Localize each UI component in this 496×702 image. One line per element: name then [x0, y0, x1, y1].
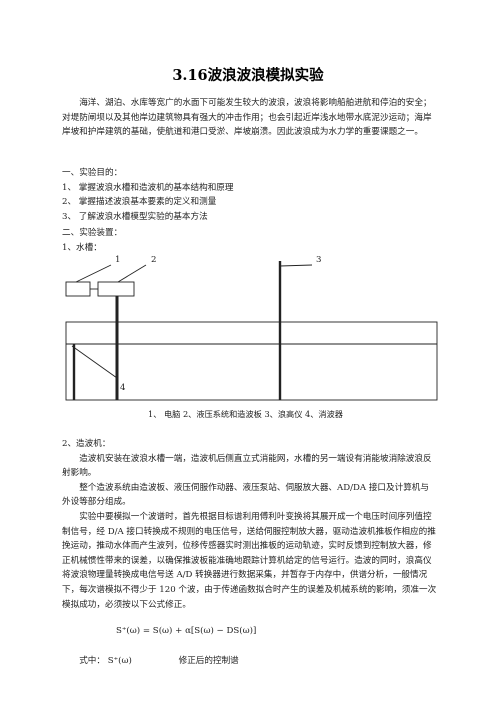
- section-purpose: 一、实验目的： 1、 掌握波浪水槽和造波机的基本结构和原理 2、 掌握描述波浪基…: [62, 166, 437, 224]
- section1-heading: 一、实验目的：: [62, 168, 123, 178]
- section-wavemaker: 2、造波机： 造波机安装在波浪水槽一端，造波机后侧直立式消能网，水槽的另一端设有…: [62, 437, 437, 612]
- section2-heading: 二、实验装置：: [62, 228, 123, 238]
- wavemaker-paragraph-3: 实验中要模拟一个波谱时，首先根据目标谱利用傅利叶变换将其展开成一个电压时间序列值…: [62, 511, 437, 610]
- diagram-caption: 1、 电脑 2、液压系统和造波板 3、浪高仪 4、消波器: [148, 409, 343, 419]
- purpose-item-3: 3、 了解波浪水槽模型实验的基本方法: [62, 211, 208, 222]
- diagram-label-3: 3: [316, 255, 321, 265]
- leader-line-4: [71, 345, 118, 379]
- intro-block: 海洋、湖泊、水库等宽广的水面下可能发生较大的波浪，波浪将影响船舶进航和停泊的安全…: [62, 96, 437, 140]
- tank-subheading: 1、水槽：: [62, 242, 102, 253]
- page-title: 3.16波浪波浪模拟实验: [172, 67, 324, 84]
- intro-paragraph: 海洋、湖泊、水库等宽广的水面下可能发生较大的波浪，波浪将影响船舶进航和停泊的安全…: [62, 98, 432, 138]
- section-apparatus: 二、实验装置： 1、水槽：: [62, 226, 437, 255]
- tank-outline: [65, 321, 438, 401]
- diagram-caption-block: 1、 电脑 2、液压系统和造波板 3、浪高仪 4、消波器: [148, 407, 428, 422]
- where-symbol: S⁺(ω): [107, 656, 132, 666]
- wavemaker-subheading: 2、造波机：: [62, 439, 111, 449]
- purpose-item-1: 1、 掌握波浪水槽和造波机的基本结构和原理: [62, 182, 234, 193]
- where-line: 式中： S⁺(ω) 修正后的控制谱: [62, 654, 437, 669]
- diagram-label-2: 2: [151, 255, 156, 265]
- hydraulic-box: [97, 281, 135, 297]
- leader-line-1: [75, 264, 112, 283]
- formula-block: S⁺(ω) = S(ω) + α[S(ω) − DS(ω)]: [116, 624, 416, 639]
- diagram-label-4: 4: [120, 383, 126, 393]
- wavemaker-paragraph-1: 造波机安装在波浪水槽一端，造波机后侧直立式消能网，水槽的另一端设有消能坡消除波浪…: [62, 453, 432, 479]
- where-label: 式中：: [79, 656, 105, 666]
- where-block: 式中： S⁺(ω) 修正后的控制谱: [62, 654, 437, 669]
- diagram-label-1: 1: [115, 255, 120, 265]
- purpose-item-2: 2、 掌握描述波浪基本要素的定义和测量: [62, 197, 217, 208]
- wavemaker-paragraph-2: 整个造波系统由造波板、液压伺服作动器、液压泵站、伺服放大器、AD/DA 接口及计…: [62, 482, 429, 508]
- leader-line-2: [117, 264, 147, 283]
- leader-line-3: [279, 264, 313, 267]
- where-description: 修正后的控制谱: [178, 656, 239, 666]
- correction-formula: S⁺(ω) = S(ω) + α[S(ω) − DS(ω)]: [116, 626, 257, 636]
- computer-box: [65, 281, 91, 297]
